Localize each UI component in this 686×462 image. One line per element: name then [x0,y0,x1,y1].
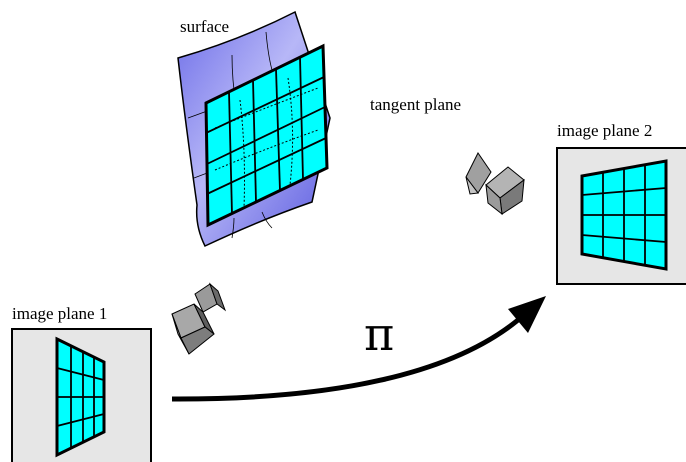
image-plane-1 [11,328,152,462]
image-plane-2 [556,147,686,285]
mapping-arrow [171,296,546,402]
tangent-plane [204,43,329,228]
pi-symbol: π [364,307,394,361]
image-plane-1-label: image plane 1 [12,304,107,323]
camera-icon [171,282,227,355]
tangent-plane-label: tangent plane [370,95,461,114]
image-plane-2-label: image plane 2 [557,121,652,140]
surface-label: surface [180,17,229,36]
camera-icon [465,152,525,216]
